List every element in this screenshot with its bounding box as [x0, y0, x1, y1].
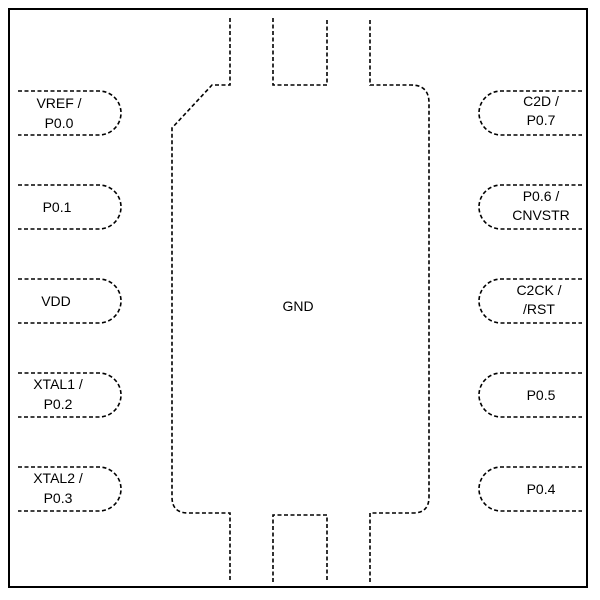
left-pin-1: VREF / P0.0	[18, 90, 122, 136]
left-pin-label-line1: XTAL2 /	[33, 470, 83, 486]
right-pin-pad	[478, 372, 582, 418]
left-pin-label-line2: P0.2	[44, 396, 73, 412]
left-pin-4: XTAL1 / P0.2	[18, 372, 122, 418]
package-outline	[8, 8, 588, 588]
left-pin-pad	[18, 184, 122, 230]
center-pad-label: GND	[282, 298, 313, 314]
bottom-tie-slot	[272, 514, 328, 582]
right-pin-pad	[478, 184, 582, 230]
center-pad-outline	[171, 18, 430, 582]
left-pin-pad	[18, 466, 122, 512]
right-pin-label-line1: C2D /	[523, 93, 559, 109]
left-pin-2: P0.1	[18, 184, 122, 230]
right-pin-label-line1: P0.6 /	[523, 188, 560, 204]
top-tie-slot	[272, 18, 328, 86]
right-pin-label-line1: P0.4	[527, 481, 556, 497]
left-pin-pad	[18, 278, 122, 324]
left-pin-label-line1: VDD	[41, 293, 71, 309]
right-pin-label-line2: P0.7	[527, 112, 556, 128]
left-pin-pad	[18, 90, 122, 136]
right-pin-label-line1: P0.5	[527, 387, 556, 403]
left-pin-pad	[18, 372, 122, 418]
right-pin-4: P0.5	[478, 372, 582, 418]
right-pin-1: C2D / P0.7	[478, 90, 582, 136]
right-pin-label-line1: C2CK /	[516, 282, 561, 298]
left-pin-label-line1: VREF /	[36, 95, 81, 111]
left-pin-label-line2: P0.0	[45, 115, 74, 131]
right-pin-label-line2: CNVSTR	[512, 207, 570, 223]
left-pin-label-line1: XTAL1 /	[33, 376, 83, 392]
left-pin-5: XTAL2 / P0.3	[18, 466, 122, 512]
left-pin-label-line1: P0.1	[43, 199, 72, 215]
left-pin-label-line2: P0.3	[44, 490, 73, 506]
right-pin-pad	[478, 90, 582, 136]
right-pin-3: C2CK / /RST	[478, 278, 582, 324]
right-pin-label-line2: /RST	[523, 301, 555, 317]
right-pin-2: P0.6 / CNVSTR	[478, 184, 582, 230]
right-pin-pad	[478, 466, 582, 512]
left-pin-3: VDD	[18, 278, 122, 324]
right-pin-5: P0.4	[478, 466, 582, 512]
right-pin-pad	[478, 278, 582, 324]
